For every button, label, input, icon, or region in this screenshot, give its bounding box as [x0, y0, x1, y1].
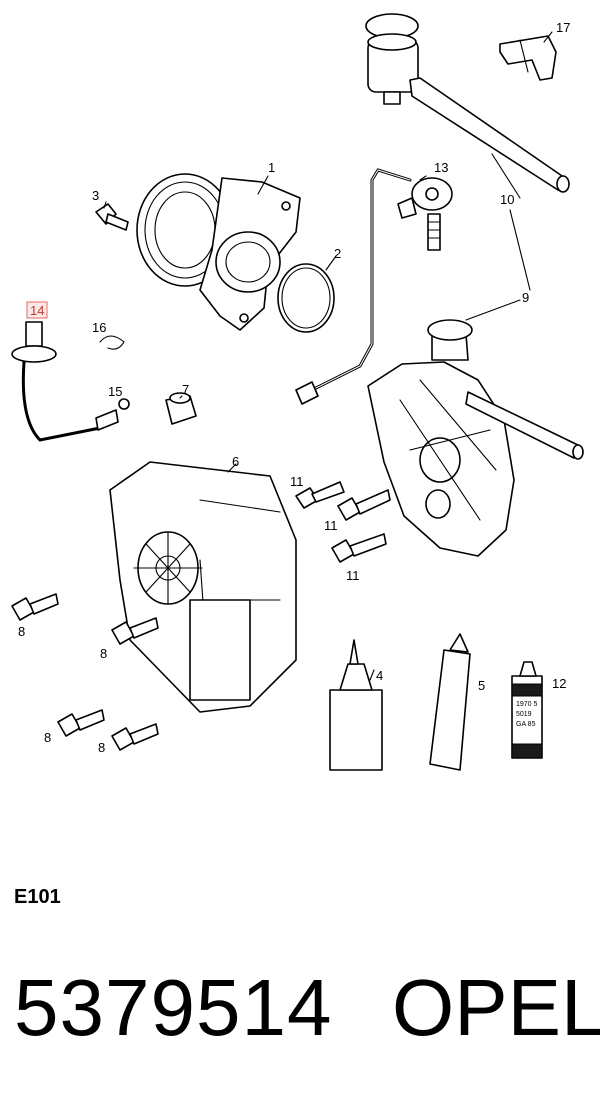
callout-12: 12 — [552, 676, 566, 691]
callout-14: 14 — [30, 303, 44, 318]
bolt-part-3 — [95, 203, 129, 231]
hose-part-14 — [11, 321, 119, 442]
part-number: 5379514 — [14, 963, 333, 1052]
tube-label-line-3: GA 85 — [516, 721, 536, 728]
plug-part-7 — [165, 392, 197, 425]
callout-5: 5 — [478, 678, 485, 693]
callout-15: 15 — [108, 384, 122, 399]
spring-clip-part-16 — [99, 335, 125, 350]
callout-1: 1 — [268, 160, 275, 175]
actuator-module-part-6 — [109, 461, 297, 713]
grease-tube-part-5 — [429, 633, 471, 771]
callout-2: 2 — [334, 246, 341, 261]
tube-label-line-2: 5019 — [516, 711, 532, 718]
clip-part-17 — [499, 35, 557, 81]
reservoir-hose-part-10 — [365, 13, 570, 193]
callout-6: 6 — [232, 454, 239, 469]
exploded-parts-diagram: 1970 5 5019 GA 85 1 2 3 4 5 6 7 8 8 8 8 … — [11, 13, 584, 771]
tube-label-line-1: 1970 5 — [516, 701, 538, 708]
slave-cylinder-part-1 — [136, 173, 301, 331]
leader-lines — [103, 31, 553, 681]
pipe-sensor-part-13 — [295, 168, 453, 405]
callout-14-highlight — [26, 301, 48, 319]
callout-16: 16 — [92, 320, 106, 335]
callout-8b: 8 — [100, 646, 107, 661]
callout-17: 17 — [556, 20, 570, 35]
callout-3: 3 — [92, 188, 99, 203]
callout-11a: 11 — [290, 474, 304, 489]
callout-9: 9 — [522, 290, 529, 305]
bolts-part-8 — [11, 593, 159, 751]
figure-code: E101 — [14, 886, 61, 908]
bolts-part-11 — [295, 481, 391, 563]
callout-10: 10 — [500, 192, 514, 207]
callout-11b: 11 — [324, 518, 338, 533]
callout-11c: 11 — [346, 568, 360, 583]
bracket-reservoir-part-9 — [367, 319, 584, 557]
callout-13: 13 — [434, 160, 448, 175]
brand-name: OPEL — [392, 963, 600, 1052]
callout-4: 4 — [376, 668, 383, 683]
callout-8a: 8 — [18, 624, 25, 639]
washer-part-15 — [118, 398, 130, 410]
callout-7: 7 — [182, 382, 189, 397]
callout-labels: 1 2 3 4 5 6 7 8 8 8 8 9 10 11 11 11 12 1… — [18, 20, 570, 755]
sealant-tube-part-12: 1970 5 5019 GA 85 — [511, 661, 543, 759]
callout-8c: 8 — [44, 730, 51, 745]
o-ring-part-2 — [277, 263, 335, 333]
fluid-bottle-part-4 — [329, 639, 383, 771]
callout-8d: 8 — [98, 740, 105, 755]
